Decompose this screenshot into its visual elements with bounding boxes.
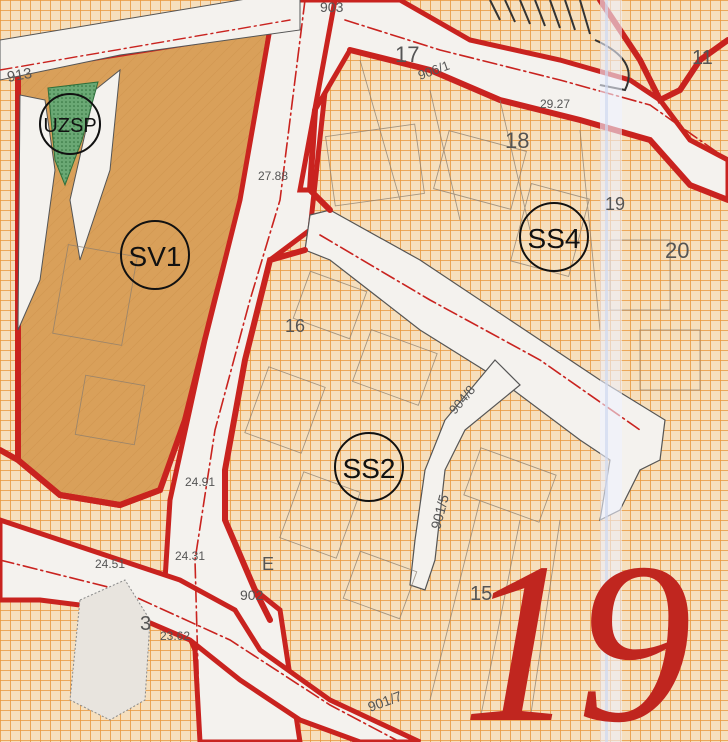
zone-label-ss4: SS4 [519,202,589,272]
parcel-e: E [262,554,274,574]
zone-label-ss2: SS2 [334,432,404,502]
elevation-1: 29.27 [540,97,570,111]
parcel-11: 11 [692,47,713,69]
parcel-18: 18 [505,128,529,153]
parcel-903: 903 [320,0,344,15]
uzsp-green-area [47,81,99,187]
parcel-902: 902 [240,587,264,603]
parcel-3: 3 [140,613,151,635]
elevation-3: 24.91 [185,475,215,489]
elevation-6: 24.51 [95,557,125,571]
parcel-19: 19 [605,194,625,214]
elevation-2: 27.88 [258,169,288,183]
elevation-5: 23.62 [160,629,190,643]
ss4-label: SS4 [528,223,581,254]
ss2-label: SS2 [343,453,396,484]
lot-outlines [52,59,701,721]
parcel-15: 15 [470,583,492,605]
elevation-4: 24.31 [175,549,205,563]
zone-label-sv1: SV1 [120,220,190,290]
parcel-20: 20 [665,238,689,263]
zone-label-uzsp: UZSP [39,93,101,155]
block-number: 19 [462,515,692,742]
elevation-labels: 29.27 27.88 24.91 24.31 23.62 24.51 [95,97,570,643]
sv1-label: SV1 [129,241,182,272]
uzsp-label: UZSP [43,115,96,137]
parcel-913: 913 [6,65,34,86]
parcel-16: 16 [285,316,305,336]
scan-strip-edge [605,0,608,742]
parcel-17: 17 [395,42,419,67]
hatched-area [69,579,151,721]
